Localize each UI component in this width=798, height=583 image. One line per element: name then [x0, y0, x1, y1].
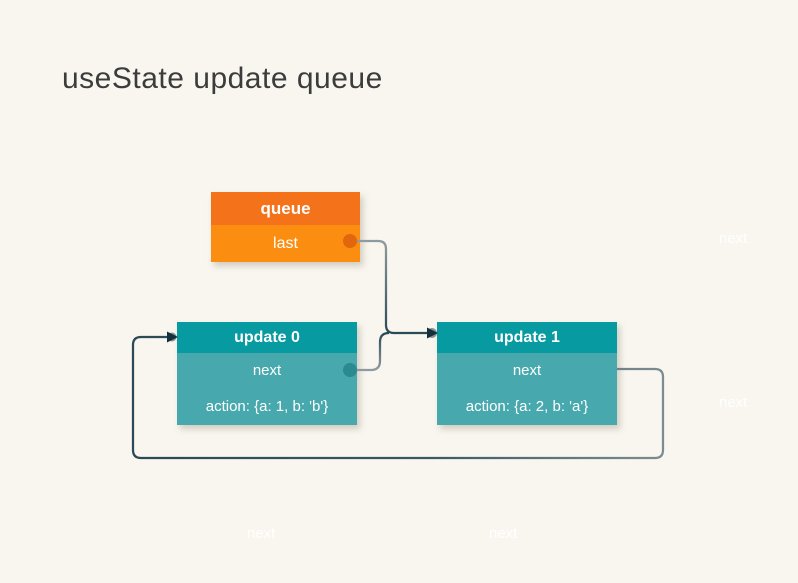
node-update1: update 1 next action: {a: 2, b: 'a'}	[437, 322, 617, 425]
node-update0-header: update 0	[177, 322, 357, 353]
edge-label-next-1: next	[719, 230, 748, 247]
node-update0-field-next: next	[177, 353, 357, 387]
node-update1-header: update 1	[437, 322, 617, 353]
edge-label-next-4: next	[489, 525, 518, 542]
node-queue-field-last: last	[211, 225, 360, 262]
node-queue-header: queue	[211, 192, 360, 225]
edge-endpoint-dot-update1	[427, 328, 437, 338]
edge-label-next-3: next	[247, 525, 276, 542]
edge-label-next-2: next	[719, 394, 748, 411]
edge-endpoint-dot-update0	[167, 332, 177, 342]
node-update1-field-action: action: {a: 2, b: 'a'}	[437, 387, 617, 425]
page-title: useState update queue	[62, 62, 383, 95]
node-update1-field-next: next	[437, 353, 617, 387]
edge-queue-last-to-update1	[350, 239, 427, 335]
node-queue: queue last	[211, 192, 360, 262]
node-update0: update 0 next action: {a: 1, b: 'b'}	[177, 322, 357, 425]
node-update0-field-action: action: {a: 1, b: 'b'}	[177, 387, 357, 425]
